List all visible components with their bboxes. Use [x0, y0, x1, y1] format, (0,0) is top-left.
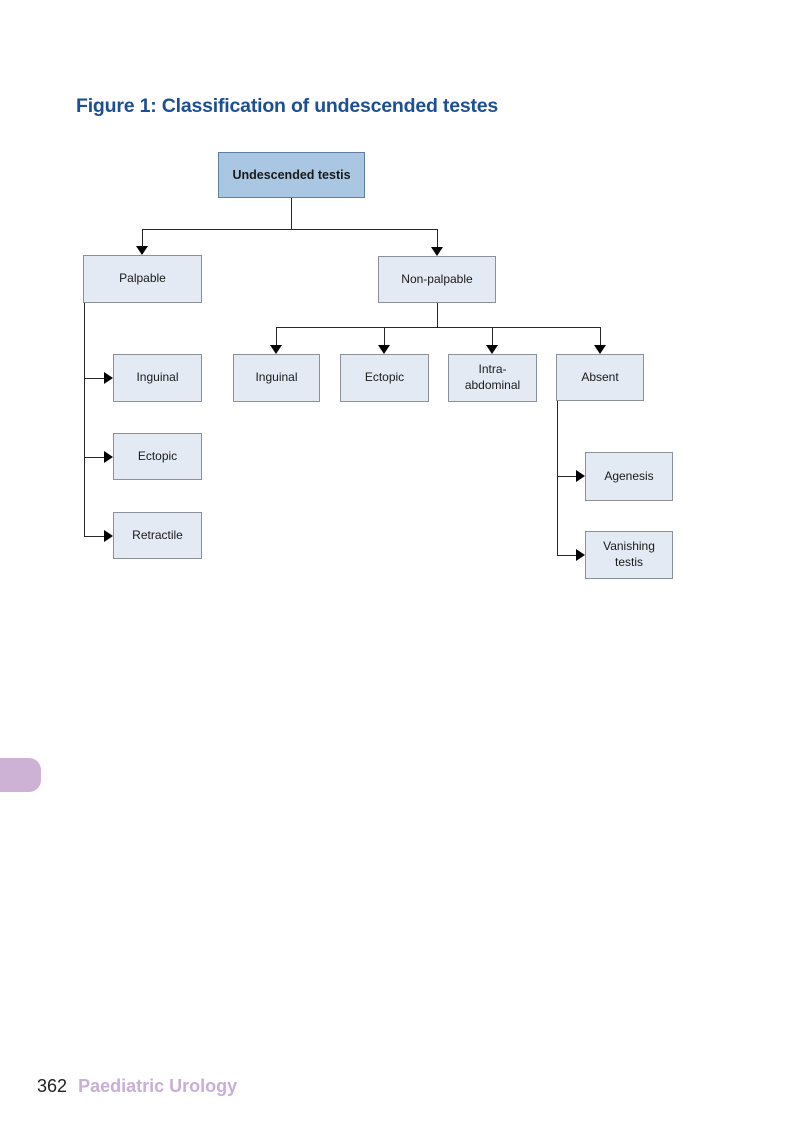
arrowhead-down-icon	[378, 345, 390, 354]
arrowhead-down-icon	[136, 246, 148, 255]
connector-line	[84, 457, 104, 458]
connector-line	[291, 198, 292, 229]
figure-title: Figure 1: Classification of undescended …	[76, 95, 499, 117]
connector-line	[557, 401, 558, 555]
connector-line	[142, 229, 143, 246]
connector-line	[276, 327, 601, 328]
connector-line	[84, 303, 85, 536]
node-nonpalpable-absent: Absent	[556, 354, 644, 401]
node-palpable-retractile: Retractile	[113, 512, 202, 559]
node-nonpalpable-intra-abdominal: Intra- abdominal	[448, 354, 537, 402]
arrowhead-down-icon	[486, 345, 498, 354]
connector-line	[84, 536, 104, 537]
arrowhead-down-icon	[431, 247, 443, 256]
connector-line	[384, 327, 385, 345]
connector-line	[84, 378, 104, 379]
node-absent-agenesis: Agenesis	[585, 452, 673, 501]
node-palpable: Palpable	[83, 255, 202, 303]
connector-line	[142, 229, 438, 230]
arrowhead-right-icon	[576, 549, 585, 561]
node-nonpalpable-ectopic: Ectopic	[340, 354, 429, 402]
connector-line	[557, 555, 576, 556]
arrowhead-right-icon	[104, 530, 113, 542]
arrowhead-right-icon	[104, 451, 113, 463]
connector-line	[276, 327, 277, 345]
page-number: 362	[37, 1076, 68, 1096]
connector-line	[600, 327, 601, 345]
connector-line	[437, 229, 438, 247]
node-nonpalpable-inguinal: Inguinal	[233, 354, 320, 402]
connector-line	[437, 303, 438, 327]
arrowhead-down-icon	[270, 345, 282, 354]
node-palpable-inguinal: Inguinal	[113, 354, 202, 402]
node-palpable-ectopic: Ectopic	[113, 433, 202, 480]
arrowhead-right-icon	[104, 372, 113, 384]
node-absent-vanishing-testis: Vanishing testis	[585, 531, 673, 579]
arrowhead-right-icon	[576, 470, 585, 482]
node-undescended-testis: Undescended testis	[218, 152, 365, 198]
section-edge-tab	[0, 758, 41, 792]
node-non-palpable: Non-palpable	[378, 256, 496, 303]
arrowhead-down-icon	[594, 345, 606, 354]
connector-line	[492, 327, 493, 345]
connector-line	[557, 476, 576, 477]
section-title: Paediatric Urology	[78, 1076, 238, 1096]
page-footer: 362 Paediatric Urology	[37, 1076, 237, 1097]
